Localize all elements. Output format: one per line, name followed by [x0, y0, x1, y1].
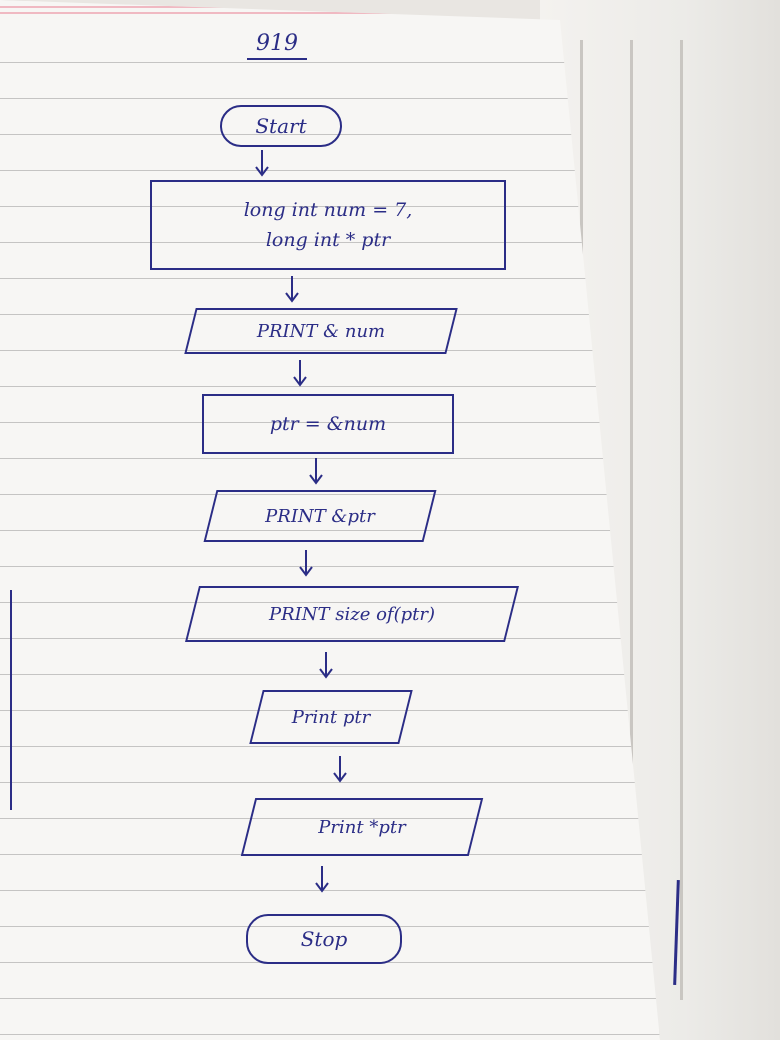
stop-label: Stop: [300, 927, 348, 951]
ruled-line: [0, 746, 660, 747]
ruled-line: [0, 566, 660, 567]
print-ptr-io: Print ptr: [249, 690, 413, 744]
ruled-line: [0, 386, 660, 387]
arrow-down: [316, 650, 336, 680]
assign-label: ptr = &num: [269, 413, 387, 435]
ruled-line: [0, 602, 660, 603]
print-address-num-label: PRINT & num: [256, 320, 386, 342]
ruled-line: [0, 782, 660, 783]
arrow-down: [282, 274, 302, 304]
arrow-down-icon: [299, 550, 313, 577]
print-sizeof-io: PRINT size of(ptr): [185, 586, 519, 642]
arrow-down: [296, 548, 316, 578]
arrow-down-icon: [255, 150, 269, 177]
declare-process-box: long int num = 7, long int * ptr: [150, 180, 506, 270]
arrow-down: [252, 148, 272, 178]
margin-line: [0, 6, 560, 8]
ruled-line: [0, 98, 660, 99]
ruled-line: [0, 350, 660, 351]
print-address-num-io: PRINT & num: [184, 308, 458, 354]
declare-line-1: long int num = 7,: [243, 199, 413, 221]
ruled-line: [0, 458, 660, 459]
page-edge: [630, 40, 633, 1000]
arrow-down-icon: [315, 866, 329, 893]
declare-line-2: long int * ptr: [265, 229, 391, 251]
margin-stroke: [10, 590, 12, 810]
ruled-line: [0, 890, 660, 891]
arrow-down-icon: [333, 756, 347, 783]
arrow-down-icon: [293, 360, 307, 387]
print-deref-label: Print *ptr: [318, 816, 406, 838]
ruled-line: [0, 278, 660, 279]
ruled-line: [0, 638, 660, 639]
print-address-ptr-label: PRINT &ptr: [265, 505, 375, 527]
ruled-line: [0, 242, 660, 243]
ruled-line: [0, 206, 660, 207]
page-number: 919: [247, 30, 307, 60]
start-terminal: Start: [220, 105, 342, 147]
arrow-down-icon: [309, 458, 323, 485]
page-edge: [680, 40, 683, 1000]
print-ptr-label: Print ptr: [291, 706, 371, 728]
print-sizeof-label: PRINT size of(ptr): [268, 603, 435, 625]
print-deref-io: Print *ptr: [240, 798, 484, 856]
assign-process-box: ptr = &num: [202, 394, 454, 454]
start-label: Start: [255, 114, 307, 138]
arrow-down: [312, 864, 332, 894]
ruled-line: [0, 998, 660, 999]
arrow-down-icon: [319, 652, 333, 679]
arrow-down-icon: [285, 276, 299, 303]
margin-line: [0, 12, 560, 14]
ruled-line: [0, 854, 660, 855]
ruled-line: [0, 530, 660, 531]
notebook-page: 919 Start long int num = 7, long int * p…: [0, 0, 660, 1040]
print-address-ptr-io: PRINT &ptr: [203, 490, 437, 542]
stop-terminal: Stop: [246, 914, 402, 964]
ruled-line: [0, 170, 660, 171]
ruled-line: [0, 710, 660, 711]
ruled-line: [0, 674, 660, 675]
ruled-line: [0, 422, 660, 423]
arrow-down: [290, 358, 310, 388]
ruled-line: [0, 1034, 660, 1035]
ruled-line: [0, 926, 660, 927]
ruled-line: [0, 494, 660, 495]
ruled-line: [0, 818, 660, 819]
ruled-line: [0, 314, 660, 315]
ruled-line: [0, 62, 660, 63]
arrow-down: [306, 456, 326, 486]
arrow-down: [330, 754, 350, 784]
